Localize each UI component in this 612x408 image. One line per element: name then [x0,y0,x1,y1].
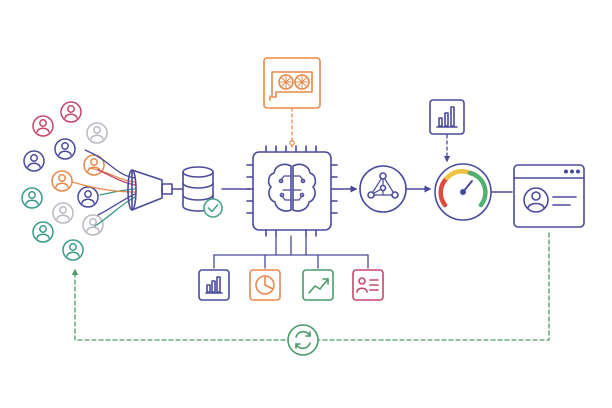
user-crowd [21,101,108,261]
user-avatar-icon [60,101,82,123]
user-avatar-icon [23,150,45,172]
trend-line-icon [302,269,334,301]
user-avatar-icon [51,170,73,192]
user-avatar-icon [77,186,99,208]
chip-to-outputs-lines [213,235,369,269]
connector-line [89,167,136,183]
user-avatar-icon [21,187,43,209]
refresh-icon [287,324,319,356]
connector-line [71,181,136,193]
funnel-icon [127,169,173,211]
connector-line [84,149,136,179]
feedback-loop [71,232,550,341]
user-avatar-icon [82,214,104,236]
bar-chart-icon [429,99,465,135]
bar-chart-icon [198,269,230,301]
user-avatar-icon [52,202,74,224]
user-avatar-icon [86,122,108,144]
user-avatar-icon [32,221,54,243]
pie-chart-icon [249,269,281,301]
check-badge-icon [203,198,223,218]
user-avatar-icon [32,115,54,137]
gpu-connector-dot [289,140,295,146]
network-graph-icon [359,165,407,213]
gpu-card-icon [263,57,321,109]
profile-list-icon [352,269,384,301]
user-avatar-icon [62,239,84,261]
user-profile-window-icon [513,164,585,228]
user-avatar-icon [54,138,76,160]
speed-gauge-icon [434,163,492,221]
brain-chip-icon [246,145,338,237]
